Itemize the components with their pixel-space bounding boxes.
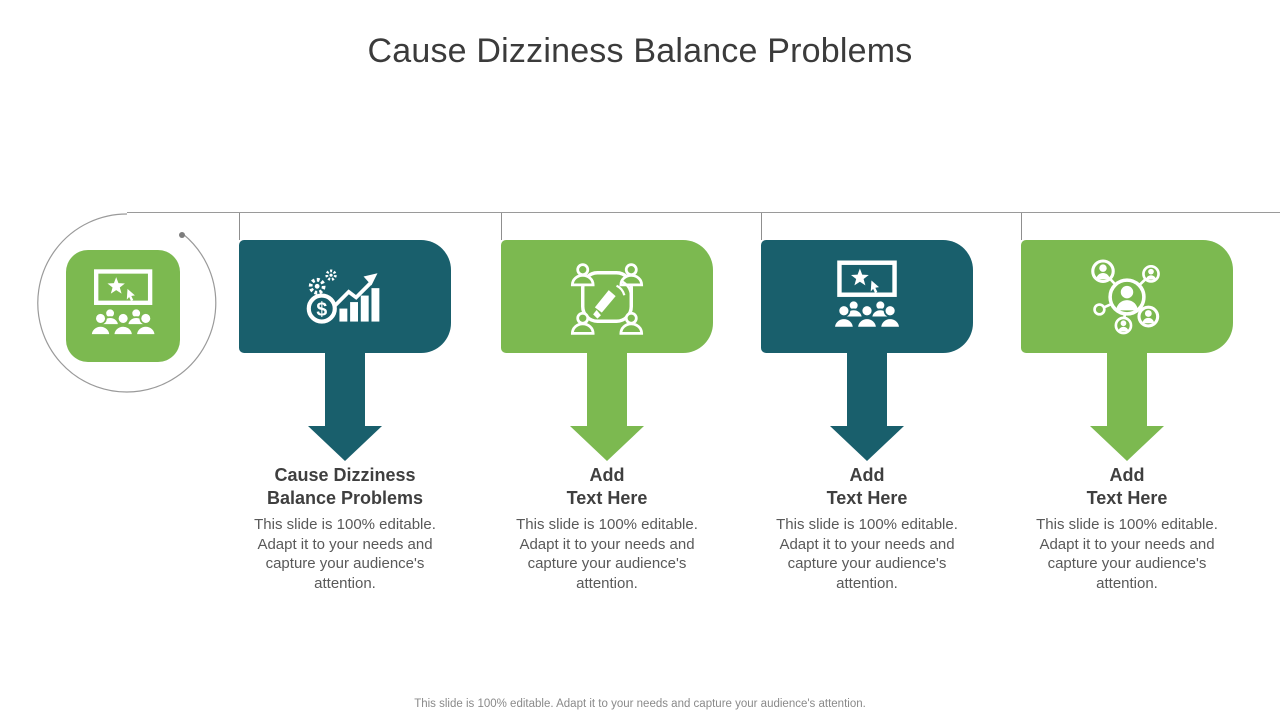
finance-growth-icon: $ [306, 269, 380, 324]
circle-arc [37, 213, 217, 393]
step-body[interactable]: This slide is 100% editable. Adapt it to… [516, 516, 698, 592]
step-column-3: Add Text Here This slide is 100% editabl… [761, 213, 973, 613]
step-body[interactable]: This slide is 100% editable. Adapt it to… [254, 516, 436, 592]
step-body[interactable]: This slide is 100% editable. Adapt it to… [1036, 516, 1218, 592]
connector-line [1021, 213, 1022, 240]
down-arrow-shaft [325, 352, 365, 427]
step-heading[interactable]: Add Text Here [826, 465, 908, 508]
arc-end-dot [179, 232, 185, 238]
down-arrow-head [570, 426, 644, 461]
people-network-icon [1091, 258, 1160, 334]
footer-note: This slide is 100% editable. Adapt it to… [414, 698, 866, 710]
intro-badge[interactable] [66, 250, 180, 362]
step-column-2: Add Text Here This slide is 100% editabl… [501, 213, 713, 613]
step-box[interactable] [761, 240, 973, 353]
step-box[interactable]: $ [239, 240, 451, 353]
step-column-1: $ Cause Dizziness Balance Problems This … [239, 213, 451, 613]
slide-title[interactable]: Cause Dizziness Balance Problems [367, 32, 913, 70]
step-body[interactable]: This slide is 100% editable. Adapt it to… [776, 516, 958, 592]
team-megaphone-icon [570, 262, 644, 335]
step-box[interactable] [1021, 240, 1233, 353]
down-arrow-head [1090, 426, 1164, 461]
presentation-audience-icon [827, 259, 907, 334]
step-box[interactable] [501, 240, 713, 353]
connector-line [501, 213, 502, 240]
connector-line [761, 213, 762, 240]
down-arrow-shaft [847, 352, 887, 427]
svg-text:$: $ [316, 299, 327, 321]
down-arrow-head [830, 426, 904, 461]
step-heading[interactable]: Add Text Here [1086, 465, 1168, 508]
step-heading[interactable]: Add Text Here [566, 465, 648, 508]
timeline-line [127, 212, 1280, 213]
down-arrow-shaft [587, 352, 627, 427]
down-arrow-head [308, 426, 382, 461]
down-arrow-shaft [1107, 352, 1147, 427]
intro-circle-graphic [37, 213, 217, 393]
step-heading[interactable]: Cause Dizziness Balance Problems [266, 465, 424, 508]
connector-line [239, 213, 240, 240]
step-column-4: Add Text Here This slide is 100% editabl… [1021, 213, 1233, 613]
